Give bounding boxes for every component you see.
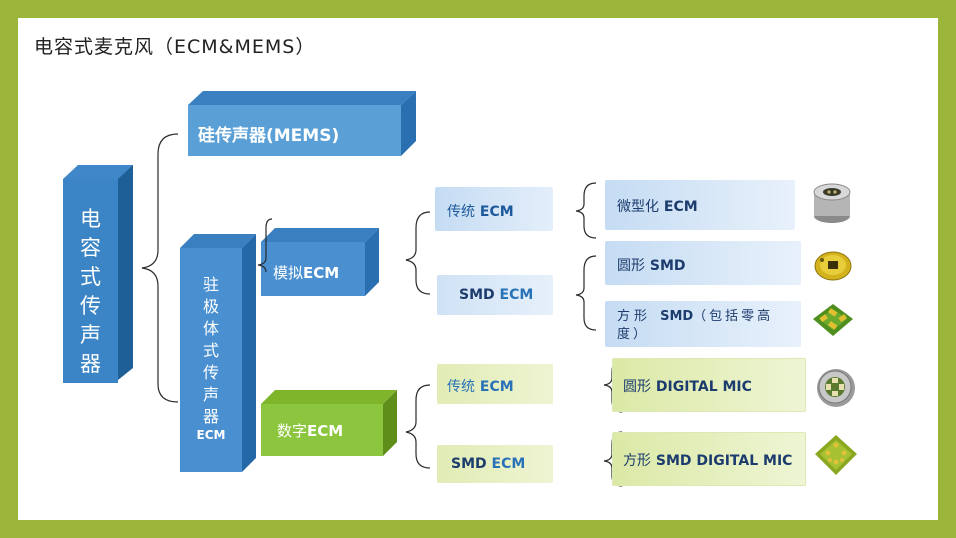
leaf-label-cn: 方形 [617, 309, 652, 324]
leaf-label-en: SMD [660, 309, 694, 324]
electret-char: 声 [202, 385, 219, 404]
root-char: 容 [80, 236, 101, 260]
node-label-en: SMD [459, 287, 495, 303]
leaf-label-en: SMD DIGITAL MIC [655, 453, 793, 469]
node-label-en: ECM [479, 204, 514, 220]
slide: 电容式麦克风（ECM&MEMS） 电 容 式 传 声 器 硅传声器(MEMS) [18, 18, 938, 520]
leaf-label-cn: 圆形 [623, 379, 651, 395]
analog-label-cn: 模拟 [273, 264, 304, 282]
analog-smd-ecm: SMD ECM [437, 275, 553, 315]
round-smd-mic-icon [814, 251, 852, 281]
electret-char: 式 [202, 341, 219, 360]
node-label-cn: 传统 [447, 379, 475, 395]
round-digital-mic-icon [817, 369, 855, 407]
leaf-label-cn: 圆形 [617, 258, 645, 274]
electret-char: 传 [202, 363, 219, 382]
root-char: 传 [80, 294, 101, 318]
digital-label-cn: 数字 [277, 422, 308, 440]
electret-sub: ECM [196, 428, 226, 442]
digital-traditional-ecm: 传统 ECM [437, 364, 553, 404]
electret-node: 驻 极 体 式 传 声 器 ECM [180, 234, 256, 472]
square-smd-mic-icon [813, 304, 853, 336]
electret-char: 体 [202, 319, 219, 338]
digital-node: 数字ECM [261, 390, 397, 456]
root-char: 电 [80, 207, 101, 231]
electret-char: 器 [202, 407, 219, 426]
mems-label: 硅传声器(MEMS) [198, 126, 340, 146]
root-char: 式 [80, 265, 101, 289]
page-title: 电容式麦克风（ECM&MEMS） [34, 36, 316, 58]
leaf-label-cn: 方形 [623, 453, 651, 469]
leaf-mini-ecm: 微型化 ECM [605, 180, 795, 230]
node-label-en: ECM [479, 379, 514, 395]
leaf-square-smd: 方形 SMD（包括零高度） [605, 301, 801, 347]
cylinder-mic-icon [813, 183, 851, 223]
digital-smd-ecm: SMD ECM [437, 445, 553, 483]
node-label-en: ECM [499, 287, 534, 303]
analog-node: 模拟ECM [261, 228, 379, 296]
node-label-en: SMD [451, 456, 487, 472]
node-label-cn: 传统 [447, 204, 475, 220]
square-digital-mic-icon [815, 435, 857, 475]
leaf-label-en: ECM [663, 199, 698, 215]
electret-char: 极 [202, 297, 219, 316]
node-label-en: ECM [491, 456, 526, 472]
leaf-square-digital: 方形 SMD DIGITAL MIC [612, 432, 806, 486]
leaf-label-en: DIGITAL MIC [655, 379, 752, 395]
root-char: 声 [80, 323, 101, 347]
root-char: 器 [80, 352, 101, 376]
electret-char: 驻 [202, 275, 219, 294]
mems-node: 硅传声器(MEMS) [188, 91, 416, 156]
digital-label-en: ECM [307, 422, 344, 440]
leaf-label-en: SMD [649, 258, 686, 274]
analog-traditional-ecm: 传统 ECM [435, 187, 553, 231]
root-node: 电 容 式 传 声 器 [63, 165, 133, 383]
leaf-round-digital: 圆形 DIGITAL MIC [612, 358, 806, 412]
leaf-label-cn: 微型化 [617, 199, 659, 215]
leaf-label-cn2: （包括零高度） [617, 309, 774, 342]
analog-label-en: ECM [303, 264, 340, 282]
leaf-round-smd: 圆形 SMD [605, 241, 801, 285]
